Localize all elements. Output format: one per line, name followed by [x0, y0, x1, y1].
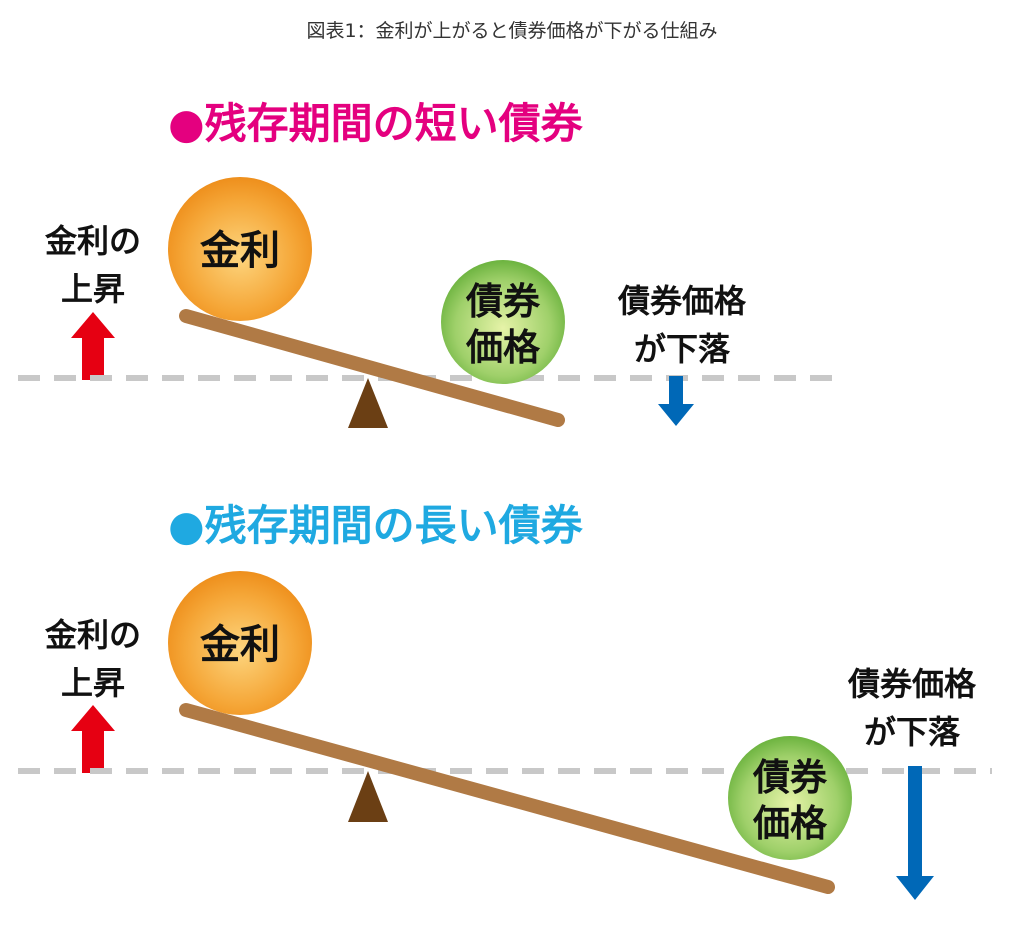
price-fall-label: 債券価格: [617, 282, 747, 320]
figure-title: 図表1：金利が上がると債券価格が下がる仕組み: [306, 20, 717, 42]
bond-price-ball-label-2: 価格: [465, 326, 541, 369]
seesaw-beam: [179, 703, 835, 894]
rate-rise-label-2: 上昇: [61, 664, 125, 702]
short-term-heading: ●残存期間の短い債券: [168, 99, 584, 148]
long-term-heading: ●残存期間の長い債券: [168, 501, 584, 550]
price-fall-label-2: が下落: [864, 713, 961, 751]
price-fall-label: 債券価格: [847, 665, 977, 703]
up-arrow-icon: [71, 312, 115, 380]
long-term-section: ●残存期間の長い債券 金利の 上昇 金利 債券 価格 債券価格 が下落: [18, 501, 992, 900]
up-arrow-icon: [71, 705, 115, 773]
down-arrow-icon: [658, 376, 694, 426]
price-fall-label-2: が下落: [634, 330, 731, 368]
fulcrum-icon: [348, 771, 388, 822]
fulcrum-icon: [348, 378, 388, 428]
interest-rate-ball: [168, 571, 312, 715]
bond-price-ball: [728, 736, 852, 860]
interest-rate-ball-label: 金利: [199, 228, 280, 274]
bond-price-ball: [441, 260, 565, 384]
short-term-section: ●残存期間の短い債券 金利の 上昇 金利 債券 価格 債券価格 が下落: [18, 99, 840, 428]
interest-rate-ball-label: 金利: [199, 622, 280, 668]
bond-price-ball-label-2: 価格: [752, 802, 828, 845]
seesaw-beam: [179, 309, 565, 427]
rate-rise-label: 金利の: [44, 222, 141, 260]
rate-rise-label: 金利の: [44, 616, 141, 654]
down-arrow-icon: [896, 766, 934, 900]
rate-rise-label-2: 上昇: [61, 270, 125, 308]
bond-price-ball-label-1: 債券: [465, 280, 541, 323]
interest-rate-ball: [168, 177, 312, 321]
bond-price-ball-label-1: 債券: [752, 756, 828, 799]
